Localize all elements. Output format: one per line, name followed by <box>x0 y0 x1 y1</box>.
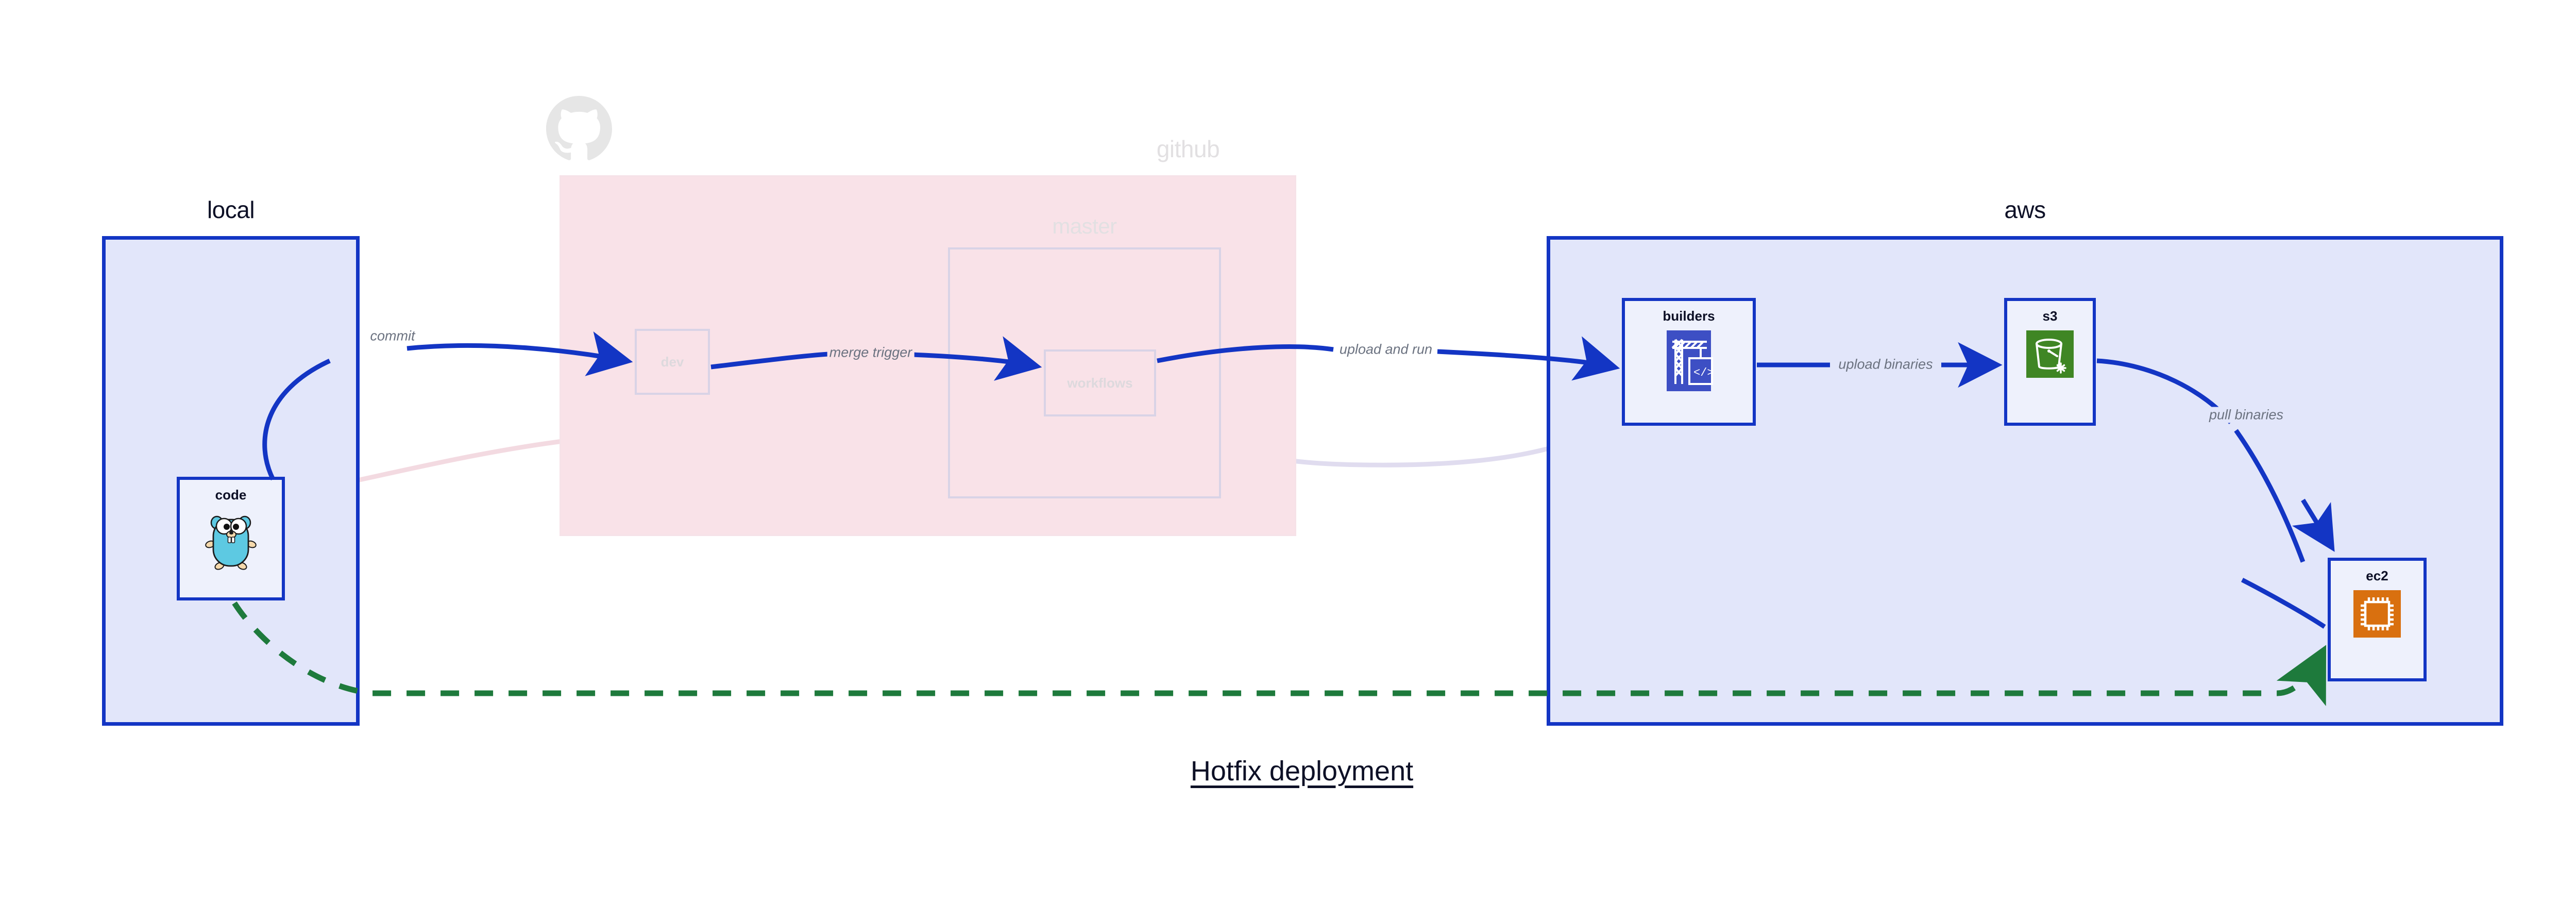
node-label-dev: dev <box>660 354 684 370</box>
github-octocat-icon <box>546 96 612 160</box>
node-s3[interactable]: s3 <box>2004 298 2096 426</box>
diagram-title-text: Hotfix deployment <box>1190 756 1414 787</box>
edge-label-upload-binaries: upload binaries <box>1836 356 1935 373</box>
edge-label-commit: commit <box>368 328 417 344</box>
aws-s3-bucket-icon <box>2026 330 2074 380</box>
edge-merge-trigger <box>710 352 829 370</box>
go-gopher-icon <box>204 509 258 574</box>
node-ec2[interactable]: ec2 <box>2328 558 2427 681</box>
node-dev[interactable]: dev <box>635 329 710 395</box>
edge-label-pull-binaries: pull binaries <box>2207 407 2286 423</box>
diagram-title: Hotfix deployment <box>0 755 2576 787</box>
container-title-github: github <box>1100 135 1276 163</box>
edge-commit <box>262 358 331 481</box>
node-code[interactable]: code <box>177 477 285 600</box>
edge-label-merge-trigger: merge trigger <box>827 344 914 361</box>
aws-ec2-chip-icon <box>2353 590 2401 640</box>
node-label-code: code <box>215 487 247 503</box>
node-label-ec2: ec2 <box>2366 568 2388 583</box>
edge-upload-and-run <box>1157 344 1334 363</box>
node-label-builders: builders <box>1663 308 1715 324</box>
node-builders[interactable]: builders < <box>1622 298 1756 426</box>
aws-codebuild-icon: </> <box>1657 330 1720 394</box>
container-master <box>948 247 1221 498</box>
node-label-workflows: workflows <box>1067 375 1133 391</box>
container-title-master: master <box>948 214 1221 239</box>
container-title-local: local <box>102 196 360 224</box>
container-label-aws: aws <box>2004 196 2046 223</box>
node-workflows[interactable]: workflows <box>1044 349 1156 416</box>
node-label-s3: s3 <box>2042 308 2058 324</box>
container-label-local: local <box>207 196 255 223</box>
container-title-aws: aws <box>1547 196 2503 224</box>
edge-label-upload-and-run: upload and run <box>1337 341 1435 358</box>
edge-hotfix-direct <box>232 602 2327 706</box>
container-label-master: master <box>1052 214 1117 238</box>
container-label-github: github <box>1156 136 1220 162</box>
svg-text:</>: </> <box>1693 366 1714 379</box>
